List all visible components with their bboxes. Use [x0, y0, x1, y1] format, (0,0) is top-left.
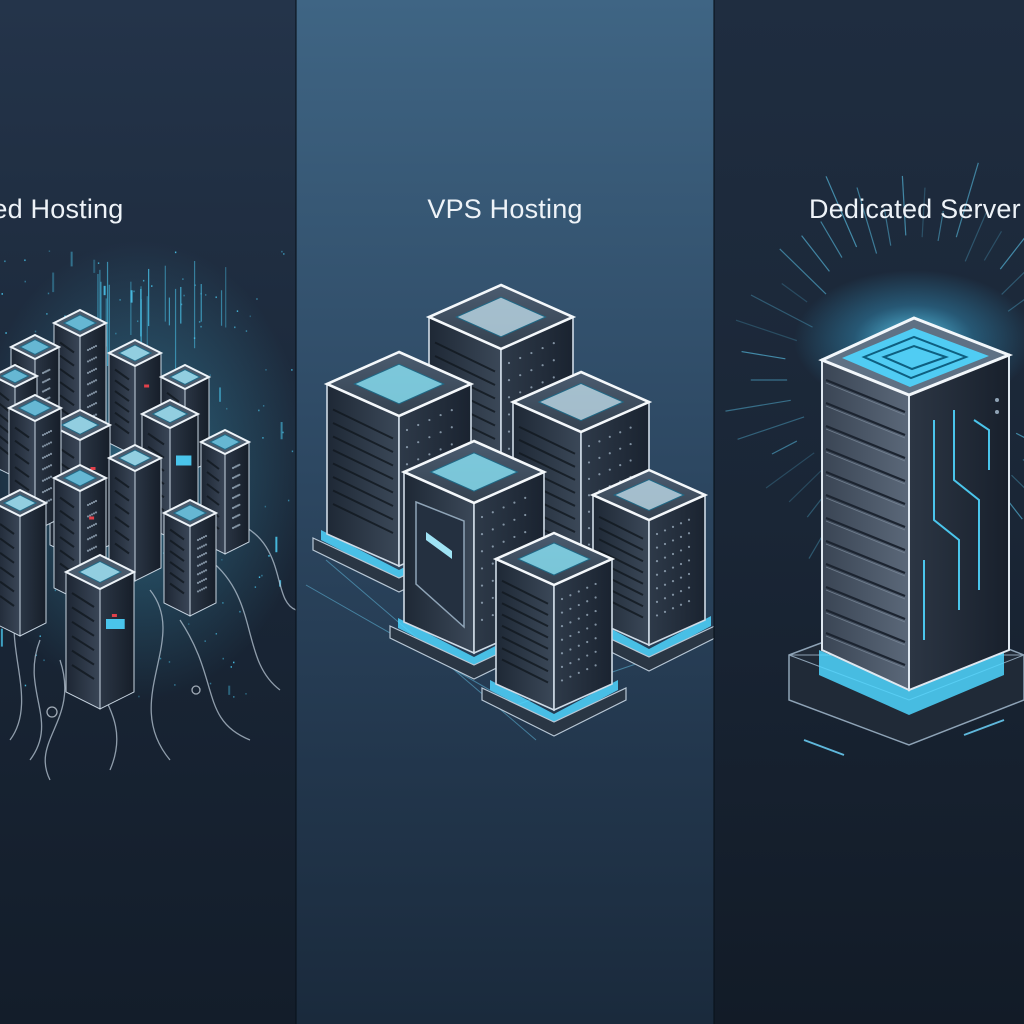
vps-server-stack [312, 283, 714, 737]
vps-server-unit [481, 531, 627, 737]
dedicated-server-tower-art [725, 162, 1024, 756]
shared-hosting-server-cluster-art [0, 240, 296, 781]
front-panel [415, 500, 465, 629]
status-strip [426, 532, 452, 559]
shared-server-unit [0, 488, 49, 637]
vps-hosting-server-stack-art [305, 283, 714, 741]
vps-hosting-panel: VPS Hosting [296, 0, 714, 1024]
dedicated-servers-title: Dedicated Server [809, 194, 1021, 224]
dedicated-servers-panel: Dedicated Server [714, 0, 1024, 1024]
shared-server-unit [106, 443, 164, 582]
drive-bay-slots [825, 378, 906, 669]
shared-server-unit [63, 553, 137, 710]
circuit-traces [923, 410, 990, 640]
shared-server-unit [161, 498, 219, 617]
panel-divider [295, 0, 297, 1024]
panel-divider [713, 0, 715, 1024]
shared-server-cluster [0, 308, 252, 710]
vps-hosting-title: VPS Hosting [427, 194, 583, 224]
dedicated-server-tower [818, 316, 1014, 692]
shared-hosting-panel: ared Hosting [0, 0, 296, 1024]
